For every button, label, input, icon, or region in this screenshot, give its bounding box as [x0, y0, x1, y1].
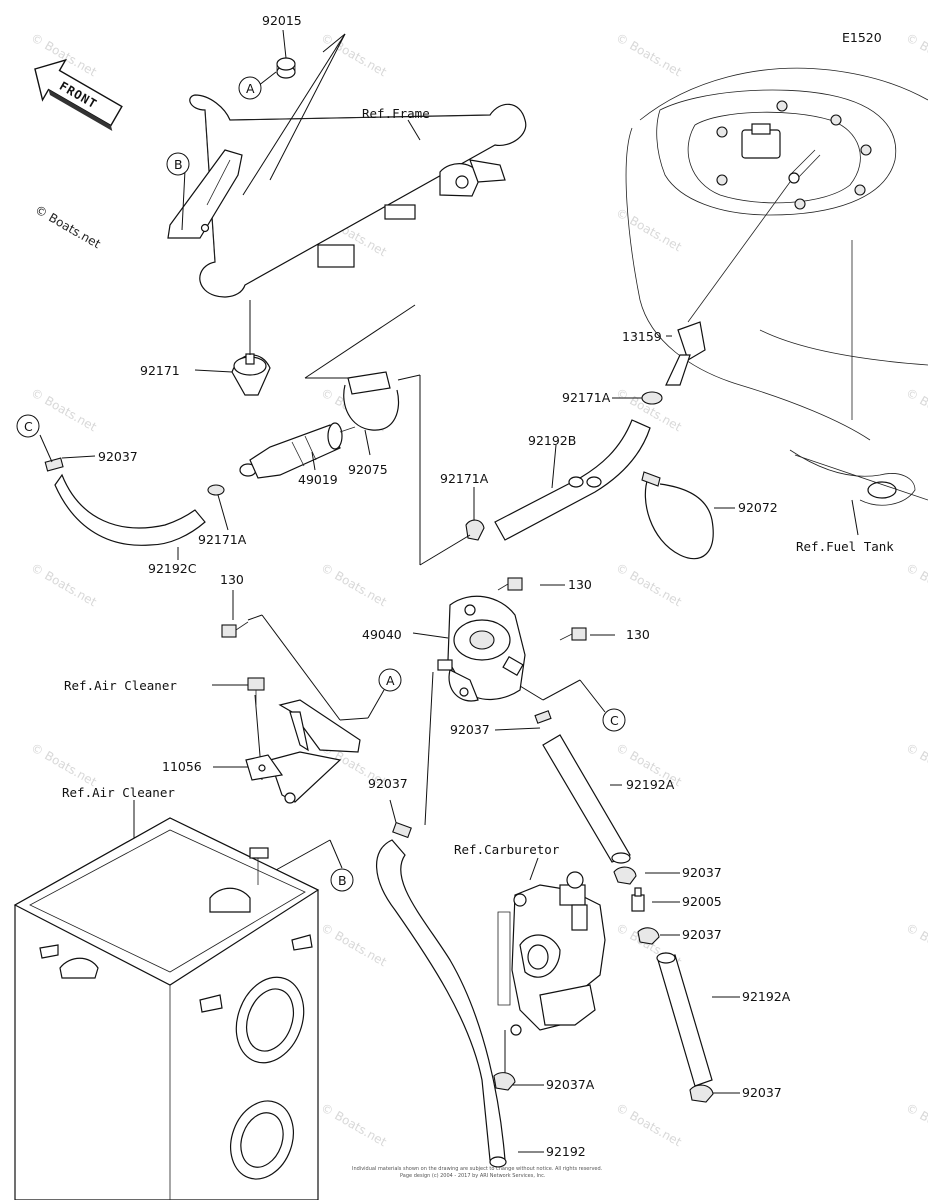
watermark: © Boats.net	[319, 30, 390, 79]
watermark: © Boats.net	[319, 1100, 390, 1149]
part-49040: 49040	[362, 627, 402, 642]
footer-copyright: Page design (c) 2004 - 2017 by ARI Netwo…	[400, 1173, 546, 1179]
watermark: © Boats.net	[904, 920, 928, 969]
part-92015: 92015	[262, 13, 302, 28]
part-92037-pump: 92037	[450, 722, 490, 737]
part-92037-lower: 92037	[742, 1085, 782, 1100]
part-92171a-right: 92171A	[562, 390, 611, 405]
ref-air-cleaner-bolt: Ref.Air Cleaner	[64, 678, 177, 693]
part-49019: 49019	[298, 472, 338, 487]
footer-notice: Individual materials shown on the drawin…	[352, 1166, 603, 1172]
part-92171: 92171	[140, 363, 180, 378]
part-92075: 92075	[348, 462, 388, 477]
watermark: © Boats.net	[904, 385, 928, 434]
fuel-tank	[625, 67, 928, 506]
lower-right-hoses	[542, 734, 714, 1103]
part-11056: 11056	[162, 759, 202, 774]
long-fuel-hose	[376, 821, 516, 1168]
callout-b-air-cleaner: B	[338, 873, 347, 888]
callout-b-top: B	[174, 157, 183, 172]
part-92192a-upper: 92192A	[626, 777, 675, 792]
watermark: © Boats.net	[904, 740, 928, 789]
watermark: © Boats.net	[904, 30, 928, 79]
air-cleaner-box	[13, 817, 320, 1200]
ref-frame: Ref.Frame	[362, 106, 430, 121]
watermark: © Boats.net	[904, 560, 928, 609]
frame-member	[167, 94, 527, 298]
diagram-code: E1520	[842, 30, 882, 45]
part-92171a-left: 92171A	[198, 532, 247, 547]
ref-carburetor: Ref.Carburetor	[454, 842, 560, 857]
watermark: © Boats.net	[614, 560, 685, 609]
watermark: © Boats.net	[319, 560, 390, 609]
watermark: © Boats.net	[614, 205, 685, 254]
part-92192b: 92192B	[528, 433, 576, 448]
callout-c-pump: C	[610, 713, 619, 728]
part-labels: 92015 Ref.Frame 92171 92037 49019 92075 …	[62, 13, 894, 1159]
watermark: © Boats.net	[614, 1100, 685, 1149]
part-92192: 92192	[546, 1144, 586, 1159]
callout-c-left: C	[24, 419, 33, 434]
part-92192a-lower: 92192A	[742, 989, 791, 1004]
part-92037a: 92037A	[546, 1077, 595, 1092]
tank-outlet-hose	[465, 181, 791, 560]
part-92037-hose: 92037	[368, 776, 408, 791]
ref-air-cleaner: Ref.Air Cleaner	[62, 785, 175, 800]
carburetor	[497, 871, 606, 1036]
part-92005: 92005	[682, 894, 722, 909]
small-parts-upper	[44, 57, 400, 546]
part-130-top: 130	[568, 577, 592, 592]
callout-a-pump: A	[386, 673, 395, 688]
part-13159: 13159	[622, 329, 662, 344]
part-92192c: 92192C	[148, 561, 197, 576]
fuel-filter-49019	[239, 422, 356, 479]
part-130-right: 130	[626, 627, 650, 642]
part-130-left: 130	[220, 572, 244, 587]
fuel-pump-49040	[221, 577, 587, 724]
watermark: © Boats.net	[614, 30, 685, 79]
part-92037-c: 92037	[98, 449, 138, 464]
watermark-bold: © Boats.net	[33, 202, 104, 251]
pump-bracket	[245, 677, 361, 804]
watermark: © Boats.net	[29, 740, 100, 789]
front-arrow: FRONT	[34, 58, 123, 131]
part-92037-upper: 92037	[682, 865, 722, 880]
part-92171a-mid: 92171A	[440, 471, 489, 486]
part-92037-mid: 92037	[682, 927, 722, 942]
part-92072: 92072	[738, 500, 778, 515]
ref-fuel-tank: Ref.Fuel Tank	[796, 539, 894, 554]
leader-lines	[39, 29, 859, 1153]
callout-a-top: A	[246, 81, 255, 96]
watermark: © Boats.net	[319, 920, 390, 969]
watermark: © Boats.net	[904, 1100, 928, 1149]
callout-circles: A B C A C B	[16, 76, 626, 892]
watermark: © Boats.net	[29, 560, 100, 609]
